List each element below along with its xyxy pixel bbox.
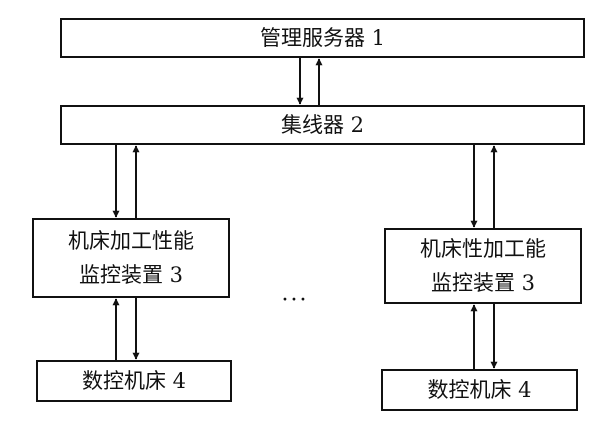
hub-label: 集线器 2 bbox=[280, 113, 365, 137]
cnc-machine-right-node: 数控机床 4 bbox=[381, 369, 578, 411]
management-server-node: 管理服务器 1 bbox=[60, 18, 585, 58]
monitor-device-left-label: 机床加工性能 监控装置 3 bbox=[68, 229, 194, 287]
cnc-machine-right-label: 数控机床 4 bbox=[427, 378, 532, 402]
cnc-machine-left-label: 数控机床 4 bbox=[81, 369, 187, 393]
management-server-label: 管理服务器 1 bbox=[259, 26, 386, 50]
ellipsis-more-nodes: ··· bbox=[281, 288, 309, 313]
hub-node: 集线器 2 bbox=[60, 105, 585, 145]
monitor-device-right-label: 机床性加工能 监控装置 3 bbox=[420, 237, 546, 295]
monitor-device-right-node: 机床性加工能 监控装置 3 bbox=[384, 228, 582, 304]
monitor-device-left-node: 机床加工性能 监控装置 3 bbox=[32, 218, 230, 298]
cnc-machine-left-node: 数控机床 4 bbox=[36, 360, 232, 402]
